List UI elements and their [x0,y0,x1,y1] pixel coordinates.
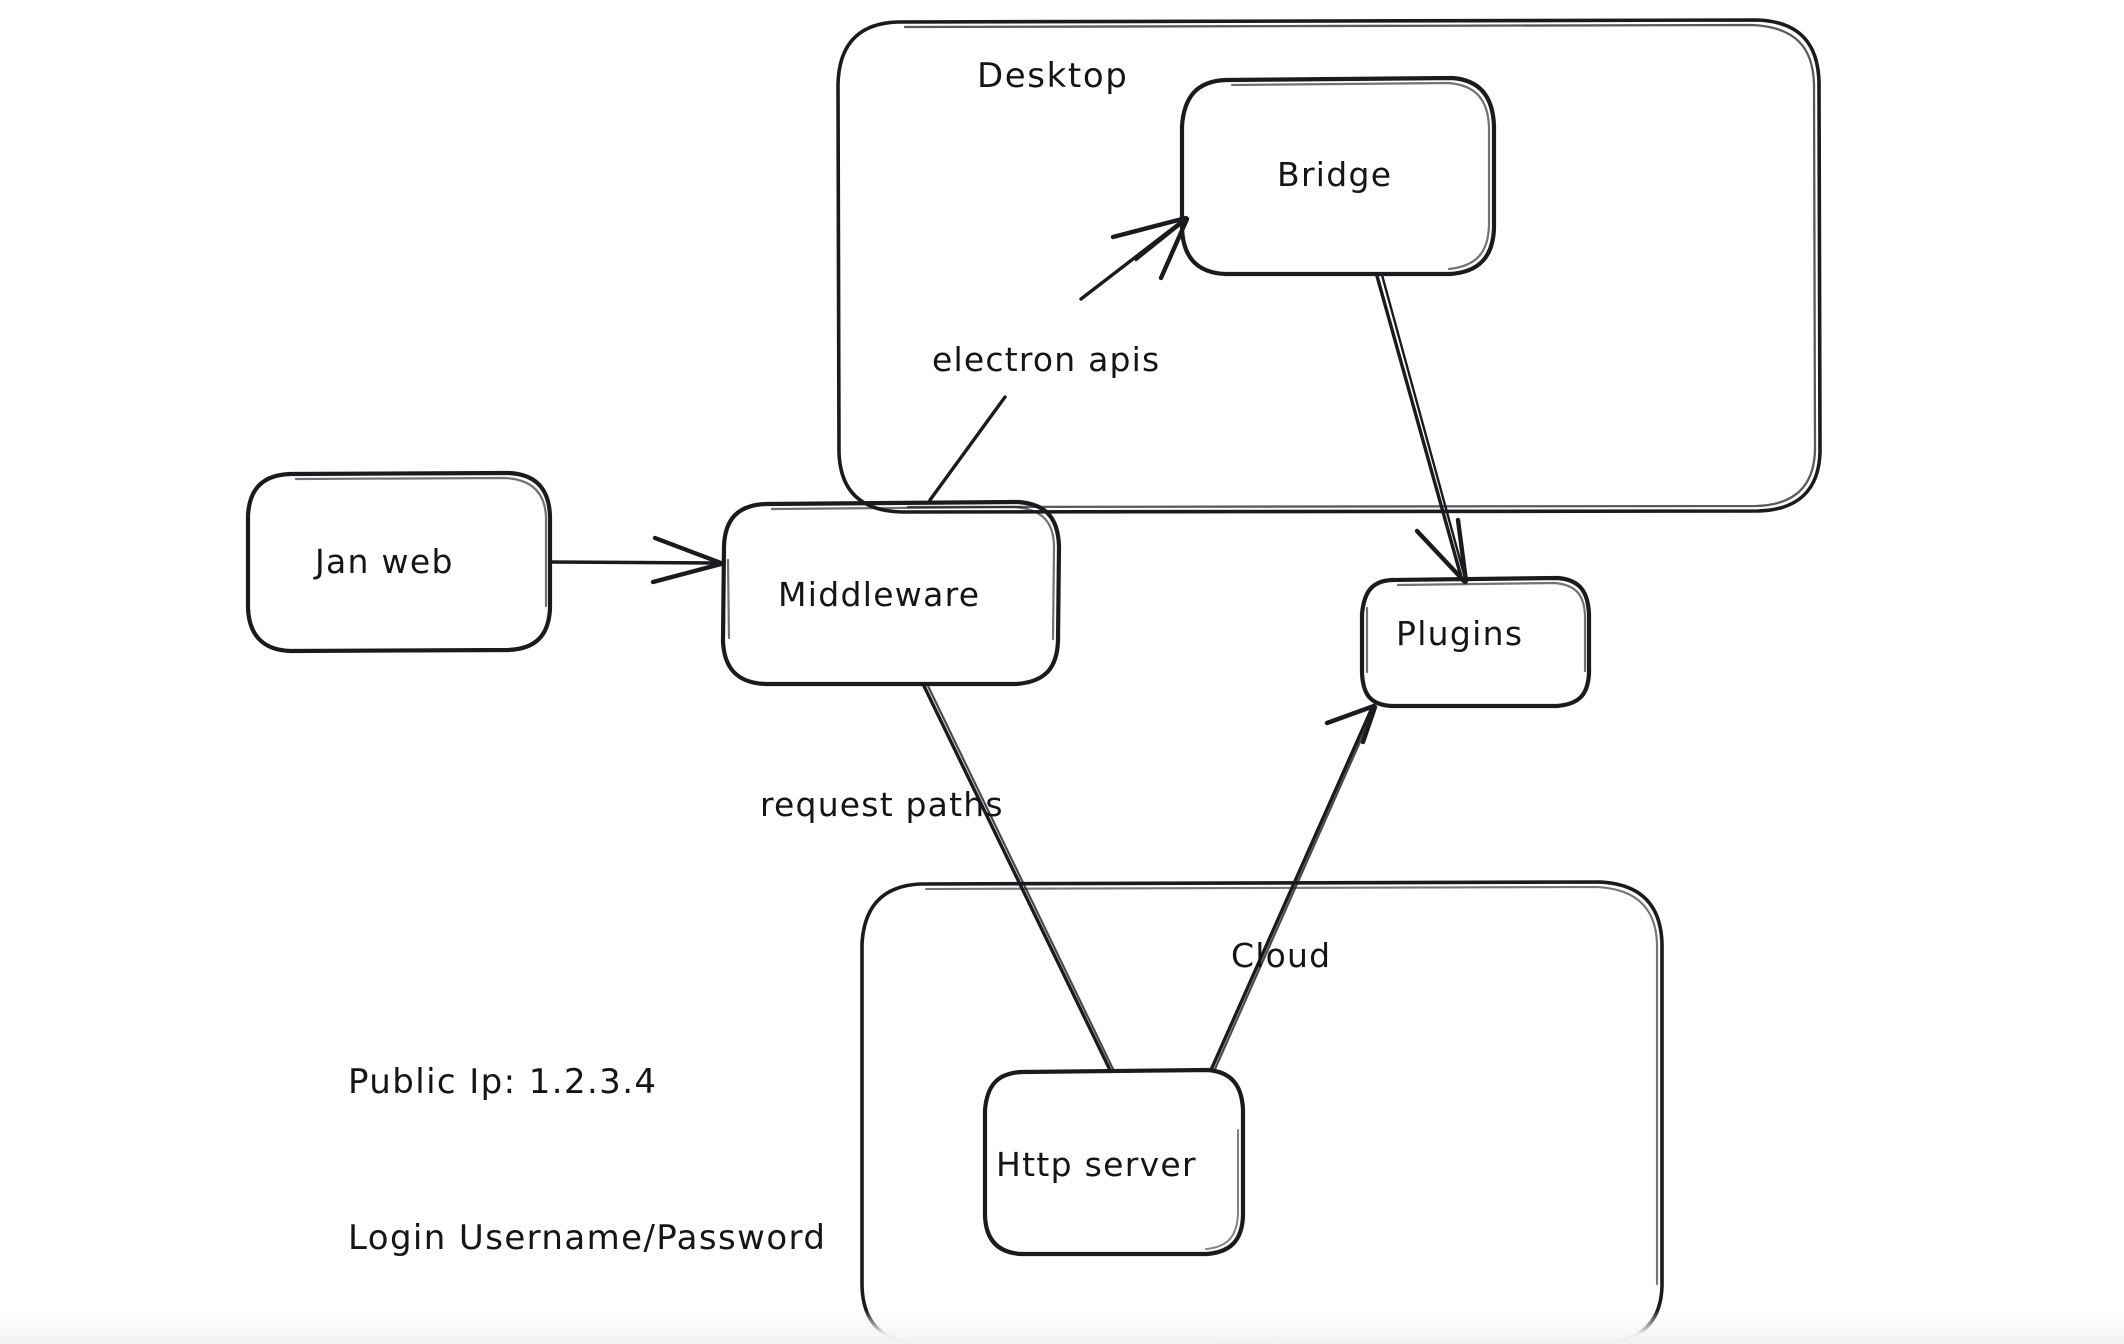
node-label-bridge: Bridge [1277,155,1393,194]
node-middleware[interactable] [720,499,1062,687]
node-jan-web[interactable] [245,470,553,654]
node-plugins[interactable] [1359,575,1592,709]
node-label-http-server: Http server [996,1145,1197,1184]
note-public-ip: Public Ip: 1.2.3.4 [348,1062,658,1102]
node-label-middleware: Middleware [778,575,981,614]
node-bridge[interactable] [1179,75,1497,277]
edge-label-electron-apis: electron apis [932,340,1161,379]
edge-http-to-plugins [1209,703,1378,1072]
edge-middleware-to-http [922,684,1115,1072]
edge-label-request-paths: request paths [760,785,1004,824]
node-label-jan-web: Jan web [315,542,454,581]
node-http-server[interactable] [982,1067,1246,1257]
node-label-plugins: Plugins [1396,614,1524,653]
edge-middleware-to-bridge [928,215,1190,502]
edge-label-cloud: Cloud [1231,936,1332,975]
note-login: Login Username/Password [348,1218,827,1258]
container-label-desktop: Desktop [977,56,1129,96]
edge-bridge-to-plugins [1375,273,1469,585]
network-credentials-note: Public Ip: 1.2.3.4 Login Username/Passwo… [348,952,826,1344]
container-desktop[interactable] [836,18,1822,514]
edge-web-to-middleware [549,535,724,585]
